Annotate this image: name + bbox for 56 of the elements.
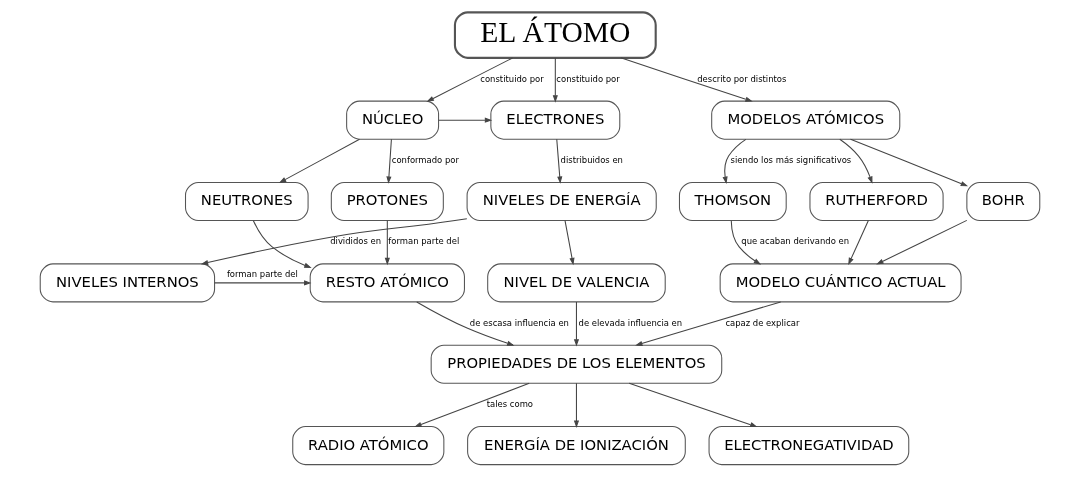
- edge-label: que acaban derivando en: [740, 236, 849, 247]
- edge-label: capaz de explicar: [724, 317, 799, 328]
- edge-label: divididos en: [329, 236, 381, 247]
- arrow: [555, 138, 562, 184]
- edge-label: constituido por: [555, 73, 620, 84]
- arrow: [278, 138, 360, 184]
- arrow: [384, 220, 390, 266]
- node-box: NIVEL DE VALENCIA: [486, 263, 666, 303]
- edge-label: constituido por: [479, 73, 544, 84]
- node-box: ELECTRONEGATIVIDAD: [708, 426, 909, 466]
- arrow: [634, 301, 781, 346]
- node-box: RADIO ATÓMICO: [291, 426, 444, 466]
- node-box: ENERGÍA DE IONIZACIÓN: [466, 426, 686, 466]
- node-box: EL ÁTOMO: [453, 11, 657, 59]
- edge-label: forman parte del: [226, 268, 298, 279]
- arrow: [619, 57, 753, 102]
- arrow: [849, 138, 968, 187]
- arrow: [838, 138, 872, 184]
- arrow: [252, 220, 312, 268]
- node-box: NEUTRONES: [184, 181, 309, 222]
- arrow: [628, 382, 757, 428]
- arrow: [573, 382, 579, 428]
- node-box: PROTONES: [330, 181, 444, 222]
- arrow: [200, 218, 467, 266]
- arrow: [573, 301, 579, 347]
- arrow: [564, 220, 575, 266]
- node-box: ELECTRONES: [489, 100, 620, 140]
- edge-label: descrito por distintos: [696, 73, 786, 84]
- node-box: NIVELES DE ENERGÍA: [466, 181, 657, 222]
- arrow: [437, 117, 492, 123]
- arrow: [415, 301, 514, 346]
- node-box: RESTO ATÓMICO: [309, 263, 465, 303]
- node-box: BOHR: [965, 181, 1040, 222]
- arrow: [413, 382, 530, 428]
- arrow: [426, 57, 513, 102]
- arrow: [213, 280, 311, 286]
- edge-label: distribuidos en: [560, 154, 623, 165]
- edge-label: de escasa influencia en: [469, 317, 569, 328]
- arrow: [875, 219, 967, 265]
- node-box: MODELOS ATÓMICOS: [710, 100, 900, 140]
- node-box: MODELO CUÁNTICO ACTUAL: [719, 263, 962, 303]
- arrow: [847, 220, 869, 266]
- arrow: [730, 220, 761, 265]
- edge-label: tales como: [486, 398, 533, 409]
- edge-label: forman parte del: [387, 236, 459, 247]
- node-box: NIVELES INTERNOS: [39, 263, 215, 303]
- node-box: NÚCLEO: [345, 100, 439, 140]
- edge-label: conformado por: [391, 154, 459, 165]
- arrow: [385, 138, 392, 184]
- node-box: PROPIEDADES DE LOS ELEMENTOS: [430, 344, 722, 384]
- node-box: RUTHERFORD: [808, 181, 944, 222]
- arrow: [552, 57, 558, 103]
- node-box: THOMSON: [678, 181, 787, 222]
- edge-label: de elevada influencia en: [578, 317, 682, 328]
- edge-label: siendo los más significativos: [730, 154, 851, 165]
- arrow: [722, 138, 746, 184]
